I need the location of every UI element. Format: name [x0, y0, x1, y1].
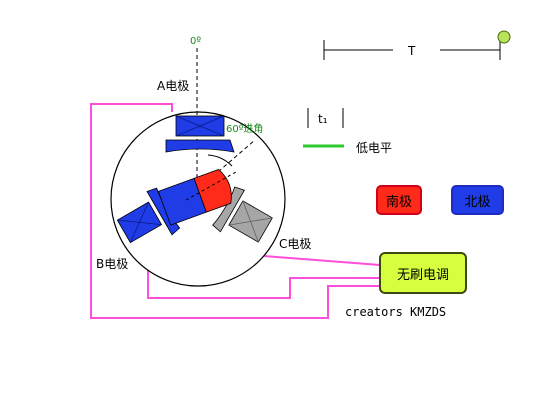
- wiring: [90, 103, 381, 319]
- electrode-c: [212, 186, 273, 243]
- esc-label: 无刷电调: [396, 267, 449, 283]
- t1-label: t₁: [318, 112, 328, 126]
- wire-a: [90, 103, 380, 319]
- electrode-a: [165, 115, 235, 153]
- legend-south-pole: 南极: [376, 185, 422, 215]
- lead-angle-arc: [207, 154, 233, 167]
- esc-box: 无刷电调: [379, 252, 467, 294]
- low-level-label: 低电平: [356, 141, 392, 155]
- period-label: T: [407, 44, 416, 58]
- indicator-dot: [497, 30, 511, 44]
- electrode-b-label: B电极: [96, 257, 128, 271]
- legend-north-label: 北极: [464, 194, 491, 210]
- legend-south-label: 南极: [385, 194, 412, 210]
- electrode-a-pole: [165, 139, 235, 153]
- electrode-c-label: C电极: [279, 237, 311, 251]
- electrode-c-pole: [212, 186, 246, 233]
- lead-angle-label: 60º进角: [226, 123, 263, 135]
- zero-deg-label: 0º: [190, 36, 201, 47]
- credit-label: creators KMZDS: [345, 305, 446, 319]
- electrode-a-label: A电极: [157, 79, 189, 93]
- wire-b: [147, 250, 380, 299]
- rotor-south-pole: [193, 168, 232, 213]
- wire-c: [249, 254, 381, 266]
- rotor: [157, 168, 232, 226]
- legend-north-pole: 北极: [451, 185, 504, 215]
- lead-angle-line: [196, 139, 256, 191]
- t1-bracket: [307, 108, 344, 128]
